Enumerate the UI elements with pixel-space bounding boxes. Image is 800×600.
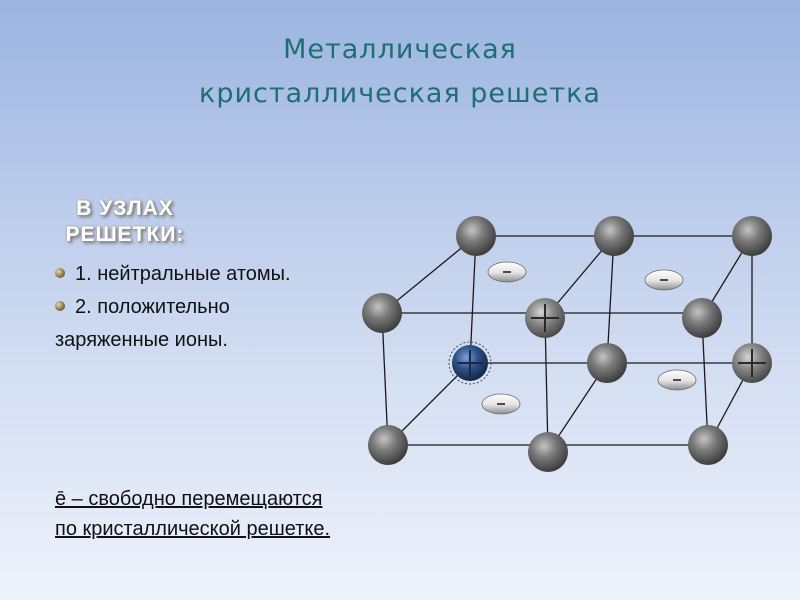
free-electrons [481,261,697,415]
title-line-2: кристаллическая решетка [199,78,601,109]
electron-note: ē – свободно перемещаются по кристалличе… [55,484,330,544]
electron-note-line-1: ē – свободно перемещаются [55,488,323,510]
neutral-atom [594,216,634,256]
neutral-atom [587,343,627,383]
list-item: 2. положительно [55,291,291,324]
neutral-atoms [362,216,772,472]
neutral-atom [732,216,772,256]
lattice-nodes-heading-line-2: РЕШЕТКИ: [65,223,185,246]
positive-ions [448,298,772,385]
list-item-continuation: заряженные ионы. [55,329,228,351]
neutral-atom [456,216,496,256]
lattice-lines [381,235,753,453]
title-line-1: Металлическая [283,34,517,65]
electron [481,393,521,415]
neutral-atom [368,425,408,465]
electron-note-line-2: по кристаллической решетке. [55,518,331,540]
lattice-nodes-heading-line-1: В УЗЛАХ [76,197,174,220]
neutral-atom [362,293,402,333]
electron [657,369,697,391]
list-item-text: 2. положительно [75,296,230,318]
neutral-atom [688,425,728,465]
list-item: 1. нейтральные атомы. [55,258,291,291]
node-content-list: 1. нейтральные атомы. 2. положительно за… [55,258,291,357]
neutral-atom [528,432,568,472]
list-item-text: 1. нейтральные атомы. [75,263,291,285]
electron [644,269,684,291]
positive-ion [525,298,565,338]
positive-ion [732,343,772,383]
lattice-nodes-heading: В УЗЛАХ РЕШЕТКИ: [50,196,200,248]
electron [487,261,527,283]
bullet-icon [55,301,65,311]
slide-title: Металлическая кристаллическая решетка [0,28,800,116]
positive-ion-highlighted [448,341,492,385]
neutral-atom [682,298,722,338]
bullet-icon [55,268,65,278]
